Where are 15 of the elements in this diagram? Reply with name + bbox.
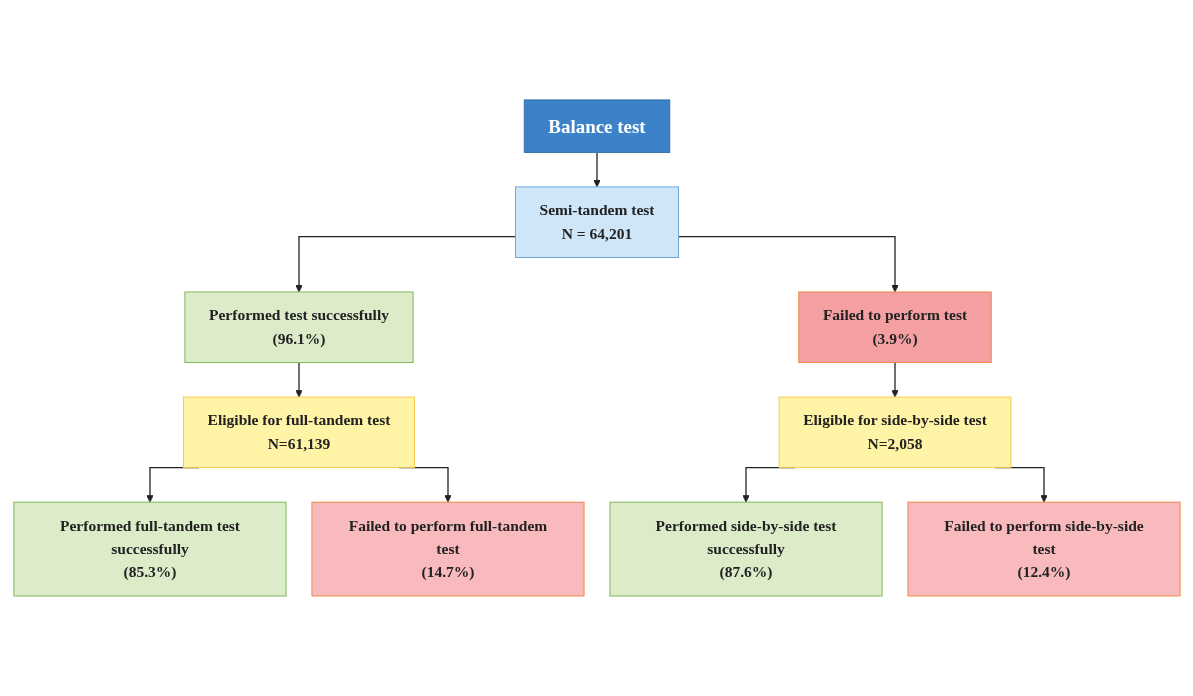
node-box: Performed test successfully (96.1%) <box>183 291 413 364</box>
node-box: Failed to perform side-by-side test (12.4%) <box>907 501 1181 597</box>
node-box: Semi-tandem test N = 64,201 <box>514 186 679 258</box>
node-box: Failed to perform test (3.9%) <box>797 291 992 364</box>
arrow <box>294 236 516 293</box>
node-box: Eligible for full-tandem test N=61,139 <box>182 396 415 469</box>
node-box: Performed side-by-side test successfully (87.6%) <box>609 501 882 597</box>
arrow <box>890 362 899 398</box>
arrow <box>294 362 303 398</box>
node-box: Balance test <box>523 99 670 153</box>
arrow <box>677 236 899 293</box>
node-box: Failed to perform full-tandem test (14.7%) <box>311 501 584 597</box>
node-box: Performed full-tandem test successfully (85.3%) <box>12 501 286 597</box>
node-box: Eligible for side-by-side test N=2,058 <box>778 396 1011 469</box>
arrow <box>592 151 601 188</box>
